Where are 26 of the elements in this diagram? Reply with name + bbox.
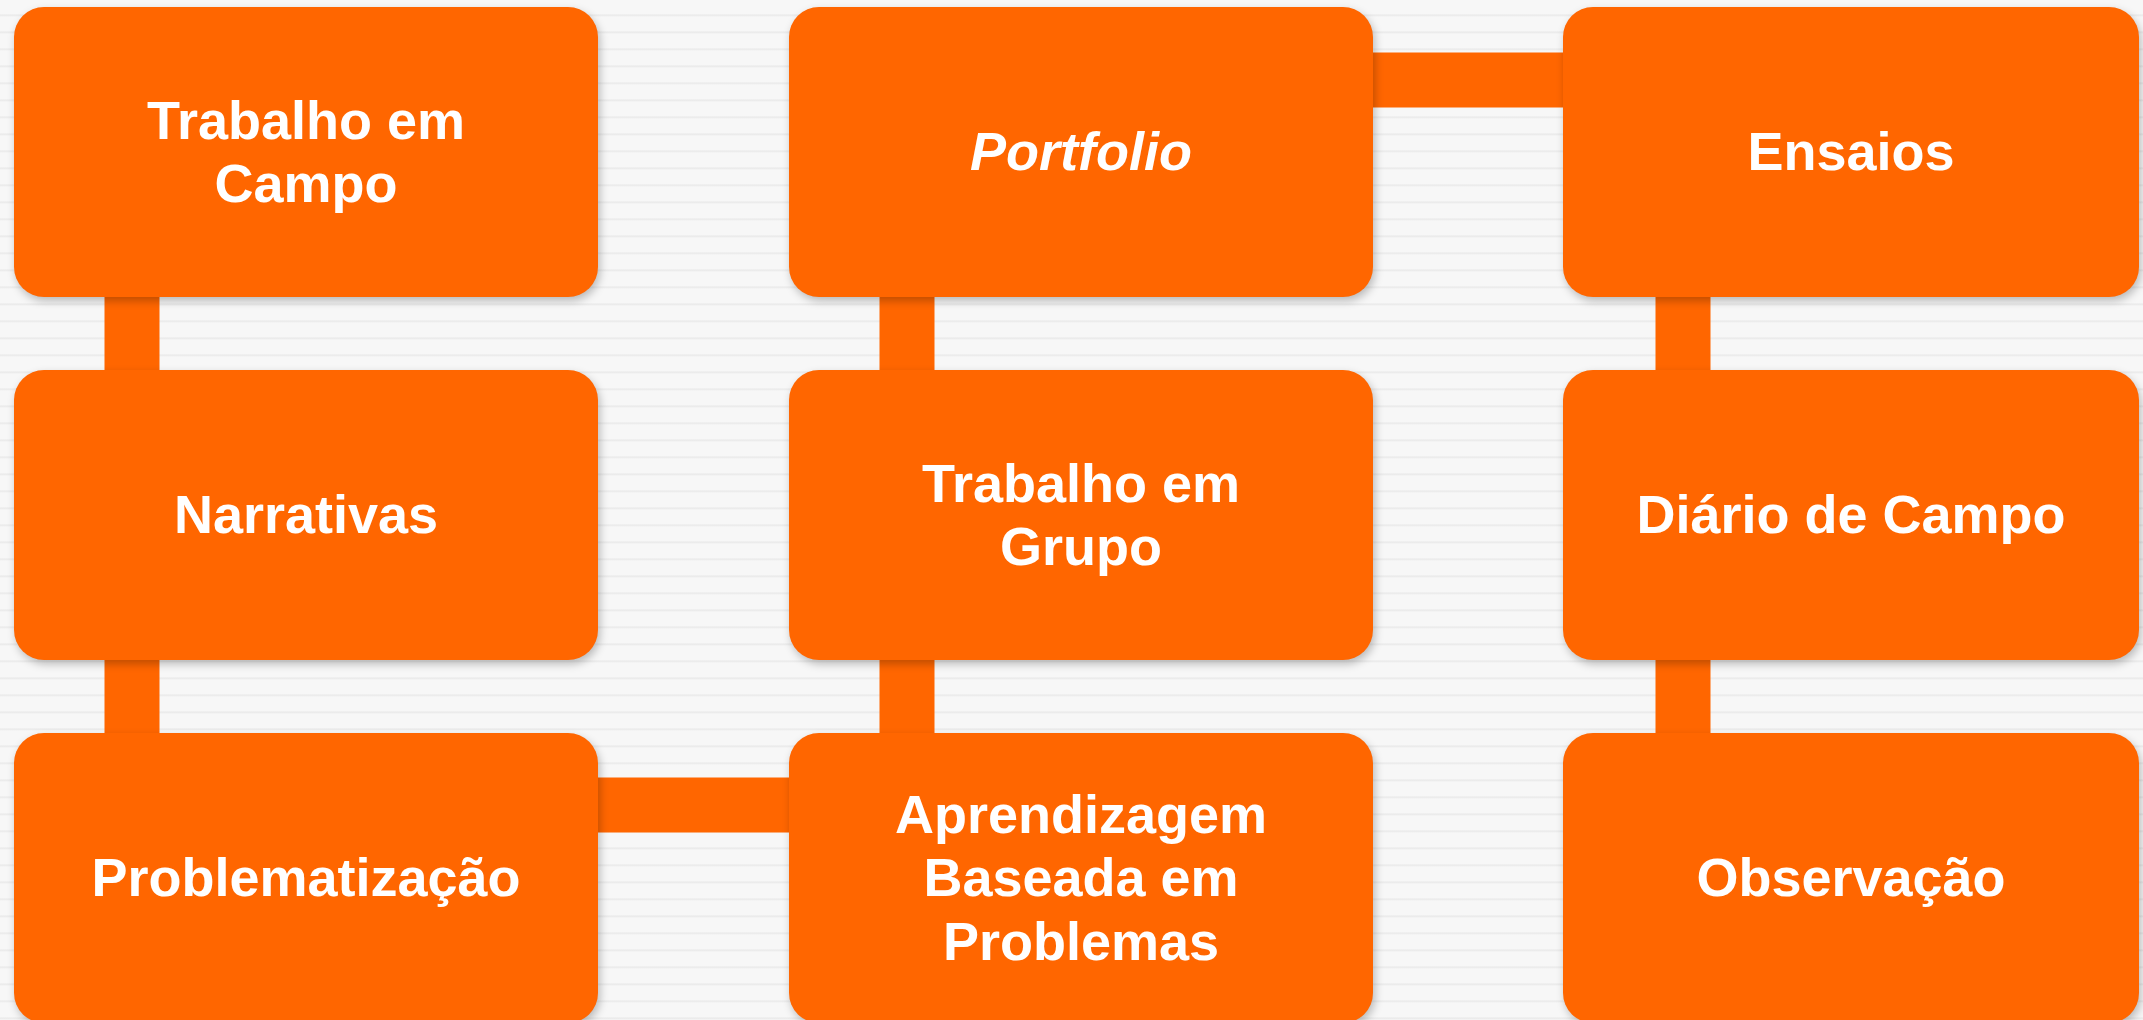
process-box — [14, 370, 598, 660]
process-box — [1563, 370, 2139, 660]
connector-bar — [598, 777, 789, 833]
box-label: Trabalho em Campo — [145, 88, 467, 215]
connector-bar — [1655, 660, 1711, 733]
connector-bar — [879, 660, 935, 733]
box-label: Ensaios — [1747, 120, 1955, 184]
connector-bar — [104, 660, 160, 733]
box-label: Trabalho em Grupo — [920, 451, 1242, 578]
box-label: Observação — [1696, 846, 2006, 910]
box-label: Portfolio — [970, 120, 1192, 184]
box-label: Diário de Campo — [1636, 483, 2066, 547]
connector-bar — [879, 297, 935, 370]
box-label: Problematização — [91, 846, 521, 910]
process-box — [789, 370, 1373, 660]
connector-bar — [1655, 297, 1711, 370]
process-box — [1563, 7, 2139, 297]
process-box — [1563, 733, 2139, 1020]
box-label: Aprendizagem Baseada em Problemas — [893, 783, 1269, 973]
process-box — [14, 733, 598, 1020]
box-label: Narrativas — [173, 483, 439, 547]
process-box — [789, 7, 1373, 297]
connector-bar — [104, 297, 160, 370]
connector-bar — [1373, 52, 1563, 108]
process-box — [14, 7, 598, 297]
process-box — [789, 733, 1373, 1020]
